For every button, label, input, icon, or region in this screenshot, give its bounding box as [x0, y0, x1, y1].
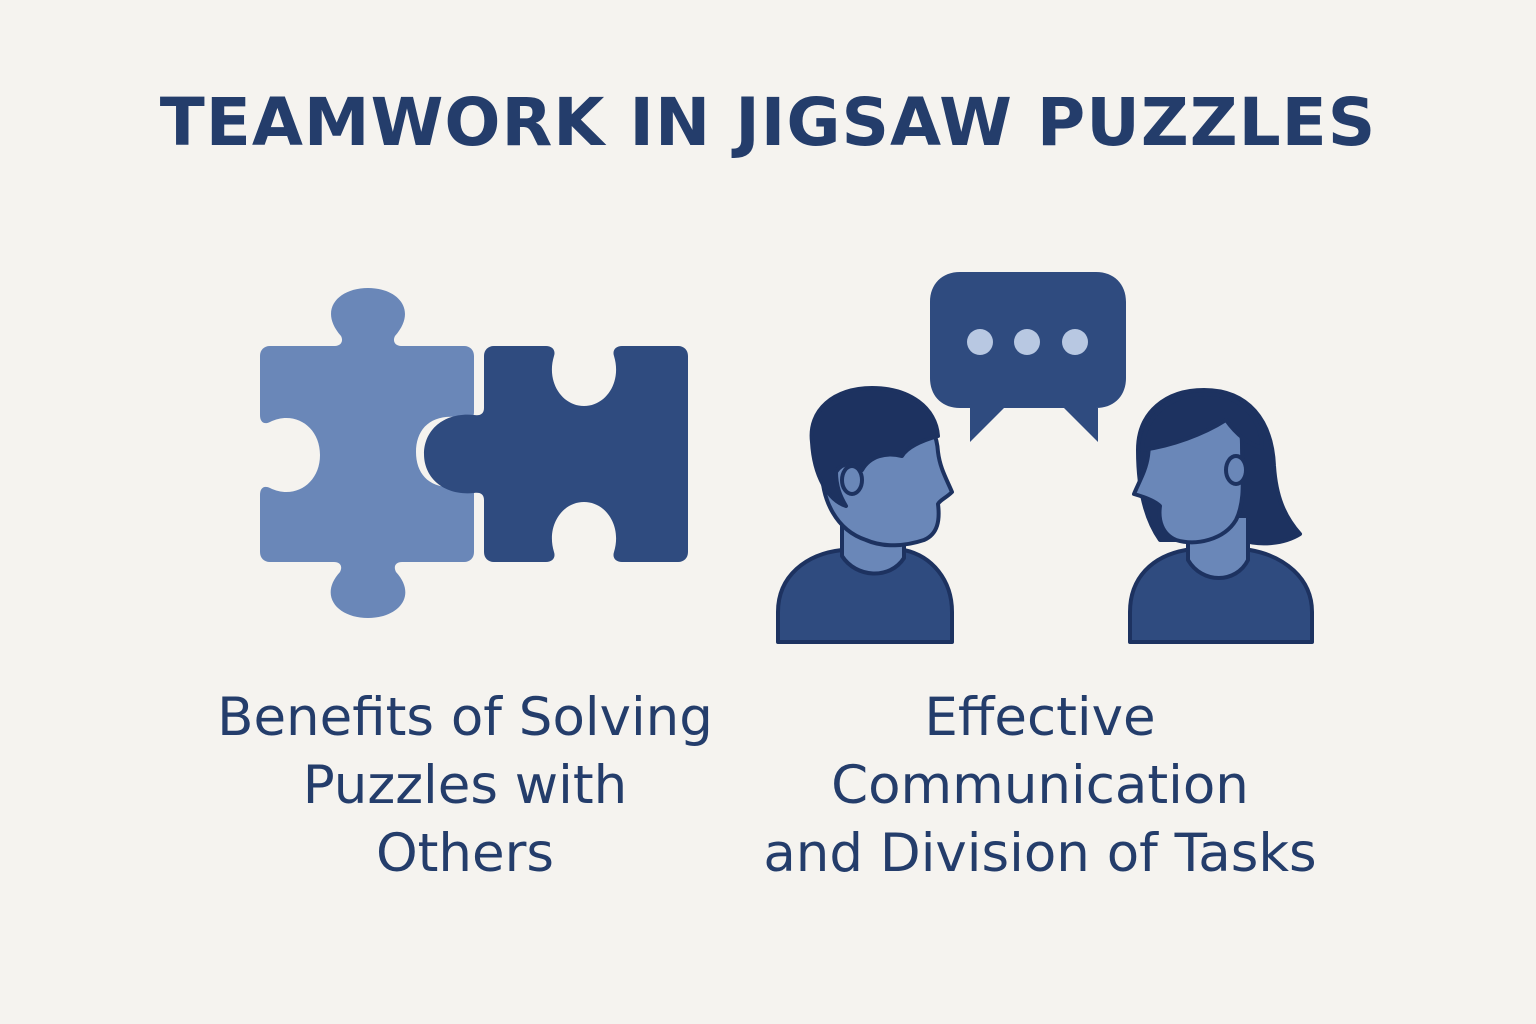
puzzle-piece-left-icon	[260, 288, 474, 618]
woman-icon	[1128, 388, 1314, 644]
caption-line: Puzzles with	[302, 755, 628, 816]
dot-icon	[967, 329, 993, 355]
caption-line: Communication	[831, 755, 1249, 816]
caption-communication: Effective Communication and Division of …	[745, 684, 1335, 888]
caption-line: and Division of Tasks	[763, 823, 1317, 884]
caption-line: Others	[375, 823, 555, 884]
caption-line: Effective	[924, 687, 1156, 748]
man-icon	[776, 386, 954, 644]
caption-puzzle-benefits: Benefits of Solving Puzzles with Others	[190, 684, 740, 888]
page-title: TEAMWORK IN JIGSAW PUZZLES	[159, 84, 1377, 161]
puzzle-piece-right-icon	[424, 346, 688, 562]
caption-line: Benefits of Solving	[217, 687, 713, 748]
dot-icon	[1062, 329, 1088, 355]
puzzle-pieces-icon	[260, 288, 688, 618]
speech-bubble-icon	[930, 272, 1126, 442]
dot-icon	[1014, 329, 1040, 355]
